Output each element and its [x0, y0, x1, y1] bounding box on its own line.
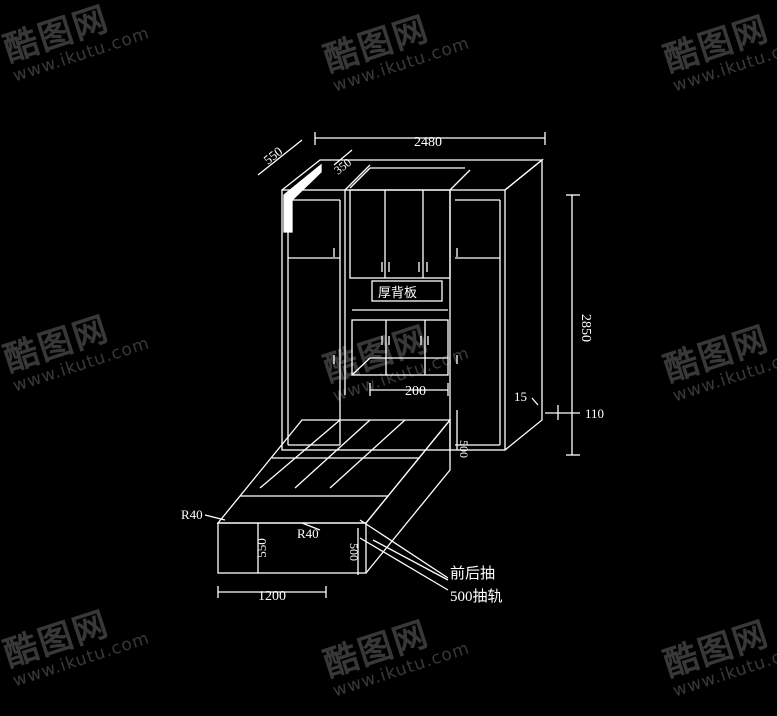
dim-niche-width: 200 [405, 384, 426, 399]
dim-total-width: 2480 [414, 135, 442, 150]
dim-height: 2850 [578, 314, 593, 342]
dim-bed-side-500: 500 [347, 543, 361, 561]
left-side-highlight [283, 163, 322, 233]
bed-top-surface [216, 419, 452, 524]
cabinet-right-face [504, 158, 543, 451]
dim-depth-top: 550 [261, 144, 286, 168]
dim-bed-width: 1200 [258, 589, 286, 604]
label-radius-left: R40 [181, 507, 203, 522]
label-radius-right: R40 [297, 526, 319, 541]
dim-depth-inner: 350 [331, 155, 354, 177]
bed-front-face [217, 522, 367, 574]
dim-side-500: 500 [457, 440, 471, 458]
dim-offset-15: 15 [514, 389, 527, 404]
dim-base-110: 110 [585, 406, 604, 421]
label-back-panel: 厚背板 [378, 285, 417, 300]
label-drawer-note: 前后抽 [450, 565, 495, 582]
label-rail-note: 500抽轨 [450, 588, 503, 605]
dim-bed-height: 550 [254, 538, 269, 558]
